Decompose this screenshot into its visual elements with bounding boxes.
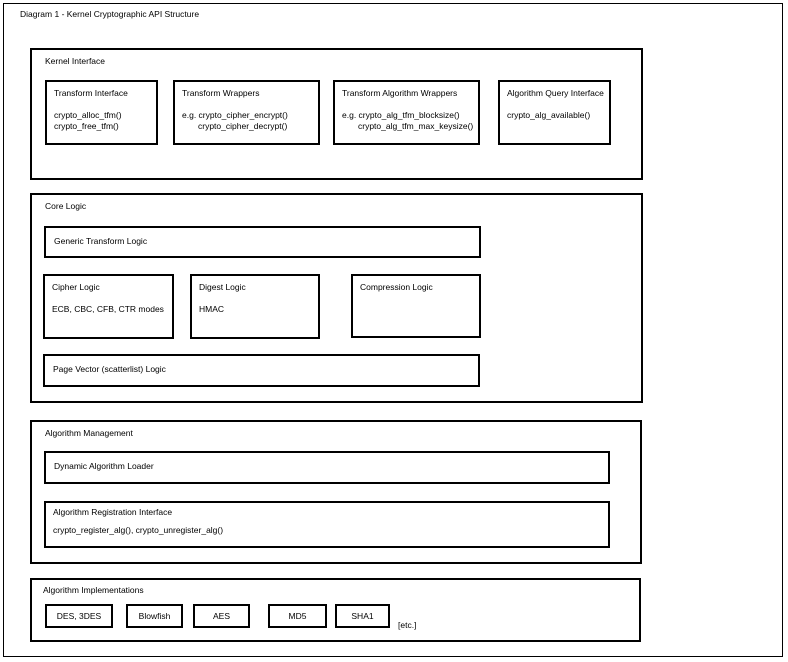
box-digest-logic: Digest Logic HMAC [190,274,320,339]
box-compression-logic-title: Compression Logic [360,282,433,292]
box-digest-logic-title: Digest Logic [199,282,246,292]
code-line: crypto_alg_available() [507,110,591,120]
section-kernel-interface: Kernel Interface Transform Interface cry… [30,48,643,180]
impl-box-md5: MD5 [268,604,327,628]
box-cipher-logic-title: Cipher Logic [52,282,100,292]
box-transform-interface: Transform Interface crypto_alloc_tfm() c… [45,80,158,145]
digest-line: HMAC [199,304,225,314]
box-compression-logic: Compression Logic [351,274,481,338]
box-transform-wrappers-title: Transform Wrappers [182,88,260,98]
section-kernel-interface-label: Kernel Interface [45,56,106,66]
box-transform-algorithm-wrappers: Transform Algorithm Wrappers e.g. crypto… [333,80,480,145]
impl-label: Blowfish [138,611,171,621]
section-core-logic-label: Core Logic [45,201,87,211]
etc-label: [etc.] [398,620,417,630]
cipher-modes-line: ECB, CBC, CFB, CTR modes [52,304,164,314]
box-transform-interface-title: Transform Interface [54,88,128,98]
impl-label: SHA1 [351,611,374,621]
section-algorithm-management: Algorithm Management Dynamic Algorithm L… [30,420,642,564]
impl-label: DES, 3DES [56,611,102,621]
code-line: crypto_free_tfm() [54,121,119,131]
section-algorithm-implementations-label: Algorithm Implementations [43,585,144,595]
outer-frame [3,3,783,657]
code-line: crypto_alloc_tfm() [54,110,122,120]
impl-box-des-3des: DES, 3DES [45,604,113,628]
box-cipher-logic: Cipher Logic ECB, CBC, CFB, CTR modes [43,274,174,339]
impl-label: AES [212,611,230,621]
impl-label: MD5 [288,611,307,621]
code-line: crypto_register_alg(), crypto_unregister… [53,525,224,535]
section-algorithm-implementations: Algorithm Implementations DES, 3DES Blow… [30,578,641,642]
impl-box-blowfish: Blowfish [126,604,183,628]
impl-box-aes: AES [193,604,250,628]
box-page-vector-logic-title: Page Vector (scatterlist) Logic [53,364,166,374]
code-line: e.g. crypto_alg_tfm_blocksize() [342,110,460,120]
diagram-title: Diagram 1 - Kernel Cryptographic API Str… [20,9,200,19]
code-line: crypto_alg_tfm_max_keysize() [358,121,474,131]
box-algorithm-registration-interface-title: Algorithm Registration Interface [53,507,173,517]
box-transform-wrappers: Transform Wrappers e.g. crypto_cipher_en… [173,80,320,145]
box-page-vector-logic: Page Vector (scatterlist) Logic [43,354,480,387]
section-algorithm-management-label: Algorithm Management [45,428,133,438]
box-algorithm-query-interface: Algorithm Query Interface crypto_alg_ava… [498,80,611,145]
box-algorithm-registration-interface: Algorithm Registration Interface crypto_… [44,501,610,548]
box-transform-algorithm-wrappers-title: Transform Algorithm Wrappers [342,88,458,98]
code-line: crypto_cipher_decrypt() [198,121,288,131]
box-generic-transform-logic: Generic Transform Logic [44,226,481,258]
box-dynamic-algorithm-loader-title: Dynamic Algorithm Loader [54,461,154,471]
code-line: e.g. crypto_cipher_encrypt() [182,110,288,120]
box-dynamic-algorithm-loader: Dynamic Algorithm Loader [44,451,610,484]
section-core-logic: Core Logic Generic Transform Logic Ciphe… [30,193,643,403]
impl-box-sha1: SHA1 [335,604,390,628]
box-generic-transform-logic-title: Generic Transform Logic [54,236,148,246]
box-algorithm-query-interface-title: Algorithm Query Interface [507,88,604,98]
